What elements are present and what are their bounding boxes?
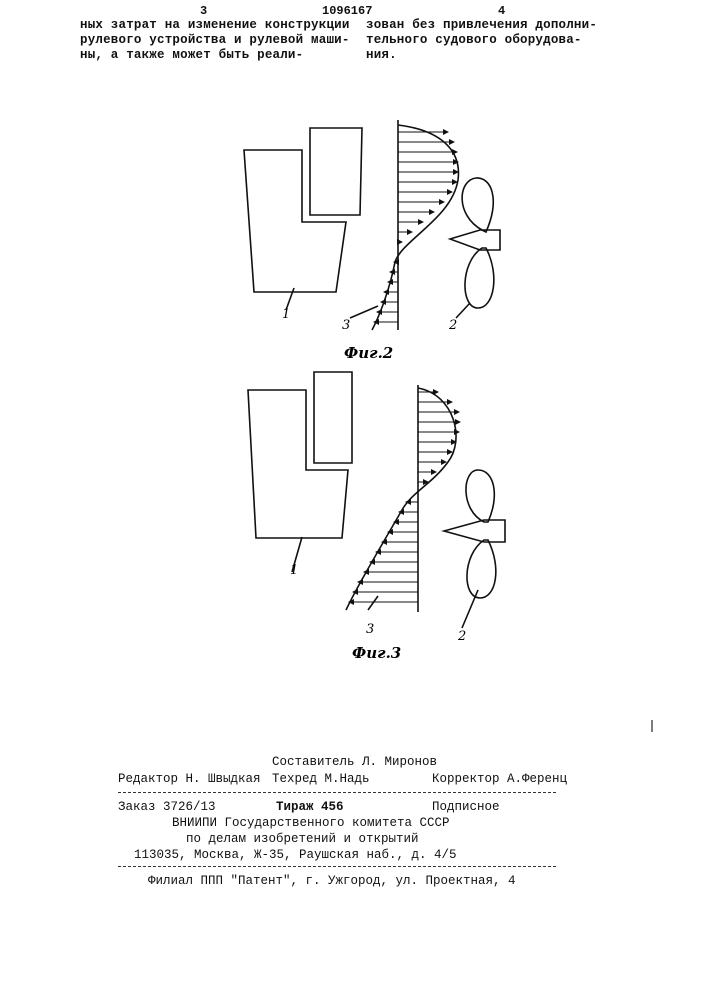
- figure-caption: Фиг.2: [344, 344, 393, 362]
- label-flow-profile: 3: [342, 318, 350, 333]
- propeller-hub-icon: [444, 520, 505, 542]
- propeller-blade-icon: [467, 540, 496, 598]
- organization-line: по делам изобретений и открытий: [186, 832, 419, 846]
- flow-arrows: [349, 392, 460, 602]
- propeller-blade-icon: [465, 248, 494, 308]
- label-propeller: 2: [448, 318, 457, 333]
- label-rudder: 1: [282, 307, 290, 322]
- order-line: Заказ 3726/13: [118, 800, 216, 814]
- editor-line: Редактор Н. Швыдкая: [118, 772, 261, 786]
- propeller-blade-icon: [466, 470, 494, 522]
- figure-3: [248, 372, 505, 628]
- figure-caption: Фиг.3: [352, 644, 401, 662]
- divider: [118, 792, 556, 793]
- rudder-outline: [248, 390, 348, 538]
- subscription-line: Подписное: [432, 800, 500, 814]
- branch-line: Филиал ППП "Патент", г. Ужгород, ул. Про…: [148, 874, 516, 888]
- address-line: 113035, Москва, Ж-35, Раушская наб., д. …: [134, 848, 457, 862]
- flow-profile-curve: [346, 388, 456, 610]
- divider: [118, 866, 556, 867]
- figure-2: [244, 120, 500, 330]
- rudder-flap: [310, 128, 362, 215]
- flow-profile-curve: [372, 125, 458, 330]
- organization-line: ВНИИПИ Государственного комитета СССР: [172, 816, 450, 830]
- corrector-line: Корректор А.Ференц: [432, 772, 567, 786]
- leader-line: [456, 303, 470, 318]
- rudder-outline: [244, 150, 346, 292]
- label-flow-profile: 3: [366, 622, 374, 637]
- propeller-blade-icon: [462, 178, 493, 232]
- circulation-line: Тираж 456: [276, 800, 344, 814]
- compiler-line: Составитель Л. Миронов: [272, 755, 437, 769]
- label-propeller: 2: [457, 629, 466, 644]
- leader-line: [368, 596, 378, 610]
- leader-line: [350, 306, 378, 318]
- techred-line: Техред М.Надь: [272, 772, 370, 786]
- propeller-hub-icon: [450, 230, 500, 250]
- label-rudder: 1: [290, 563, 298, 578]
- rudder-flap: [314, 372, 352, 463]
- leader-line: [462, 590, 478, 628]
